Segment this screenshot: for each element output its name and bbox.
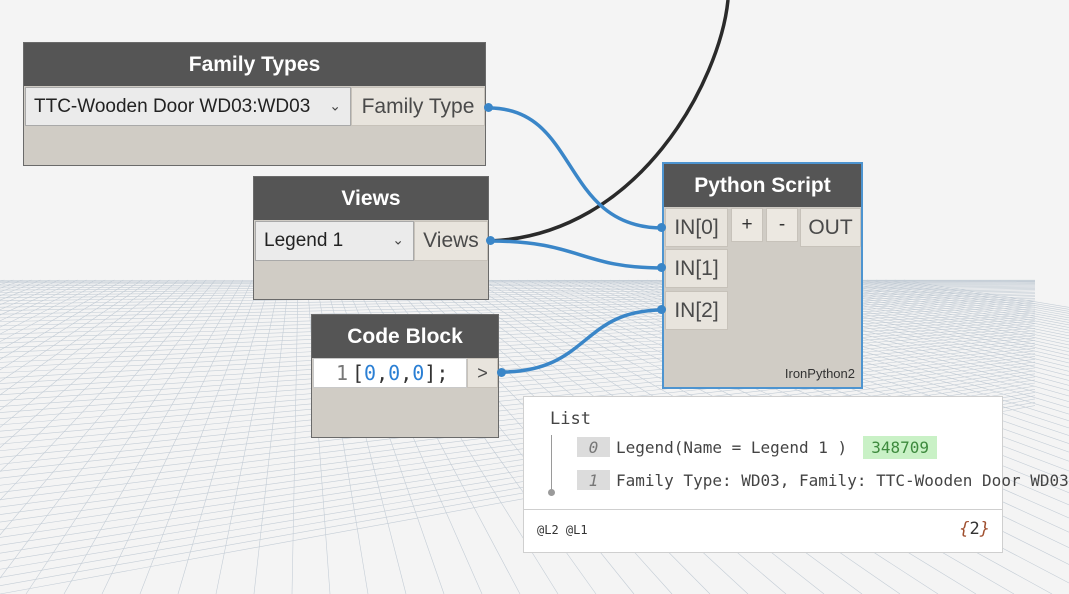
list-index: 1 — [577, 470, 610, 490]
list-levels: @L2 @L1 — [537, 523, 588, 537]
list-root-label: List — [550, 409, 591, 429]
node-title: Family Types — [24, 43, 485, 86]
input-connector-dot[interactable] — [657, 305, 666, 314]
node-title: Code Block — [312, 315, 498, 358]
output-port-code-block[interactable]: > — [467, 358, 498, 388]
output-connector-dot[interactable] — [497, 368, 506, 377]
line-number: 1 — [335, 361, 348, 385]
port-label: IN[0] — [674, 215, 719, 239]
output-port-out[interactable]: OUT — [800, 208, 861, 247]
input-connector-dot[interactable] — [657, 223, 666, 232]
list-item-text: Family Type: WD03, Family: TTC-Wooden Do… — [616, 470, 1069, 490]
port-label: > — [477, 362, 488, 383]
input-port-in1[interactable]: IN[1] — [665, 249, 728, 288]
chevron-down-icon: ⌄ — [329, 97, 341, 114]
views-dropdown[interactable]: Legend 1 ⌄ — [255, 221, 414, 261]
list-item-text: Legend(Name = Legend 1 ) — [616, 437, 848, 457]
port-label: OUT — [808, 215, 853, 239]
list-item: 1 Family Type: WD03, Family: TTC-Wooden … — [577, 469, 1069, 491]
list-index: 0 — [577, 437, 610, 457]
port-label: IN[2] — [674, 298, 719, 322]
chevron-down-icon: ⌄ — [392, 231, 404, 248]
engine-label: IronPython2 — [784, 366, 855, 381]
add-input-button[interactable]: + — [731, 208, 763, 242]
dropdown-value: Legend 1 — [264, 230, 344, 251]
input-connector-dot[interactable] — [657, 263, 666, 272]
remove-input-button[interactable]: - — [766, 208, 798, 242]
output-connector-dot[interactable] — [484, 103, 493, 112]
preview-list-area: List 0 Legend(Name = Legend 1 ) 348709 1… — [524, 397, 1069, 509]
output-preview-bubble[interactable]: List 0 Legend(Name = Legend 1 ) 348709 1… — [523, 396, 1069, 553]
code-editor[interactable]: 1 [0,0,0]; — [313, 358, 467, 388]
button-label: + — [741, 214, 753, 235]
output-connector-dot[interactable] — [486, 236, 495, 245]
port-label: Views — [423, 229, 479, 252]
code-block-node[interactable]: Code Block 1 [0,0,0]; > — [311, 314, 499, 438]
port-label: Family Type — [361, 94, 475, 118]
views-node[interactable]: Views Legend 1 ⌄ Views — [253, 176, 489, 300]
family-types-node[interactable]: Family Types TTC-Wooden Door WD03:WD03 ⌄… — [23, 42, 486, 166]
input-port-in2[interactable]: IN[2] — [665, 291, 728, 330]
preview-footer: @L2 @L1 {2} — [524, 509, 1002, 552]
family-type-dropdown[interactable]: TTC-Wooden Door WD03:WD03 ⌄ — [25, 87, 351, 126]
item-count: {2} — [959, 519, 990, 539]
output-port-views[interactable]: Views — [414, 221, 488, 261]
list-item: 0 Legend(Name = Legend 1 ) 348709 — [577, 435, 937, 459]
node-title: Python Script — [664, 164, 861, 207]
python-script-node[interactable]: Python Script IN[0] + - OUT IN[1] IN[2] … — [662, 162, 863, 389]
output-port-family-type[interactable]: Family Type — [351, 87, 485, 126]
port-label: IN[1] — [674, 256, 719, 280]
input-port-in0[interactable]: IN[0] — [665, 208, 728, 247]
code-text: [0,0,0]; — [352, 361, 449, 385]
element-id-badge[interactable]: 348709 — [863, 435, 937, 459]
button-label: - — [778, 214, 786, 235]
dropdown-value: TTC-Wooden Door WD03:WD03 — [34, 95, 311, 117]
tree-end-dot — [548, 489, 555, 496]
node-title: Views — [254, 177, 488, 220]
tree-line — [551, 435, 552, 491]
